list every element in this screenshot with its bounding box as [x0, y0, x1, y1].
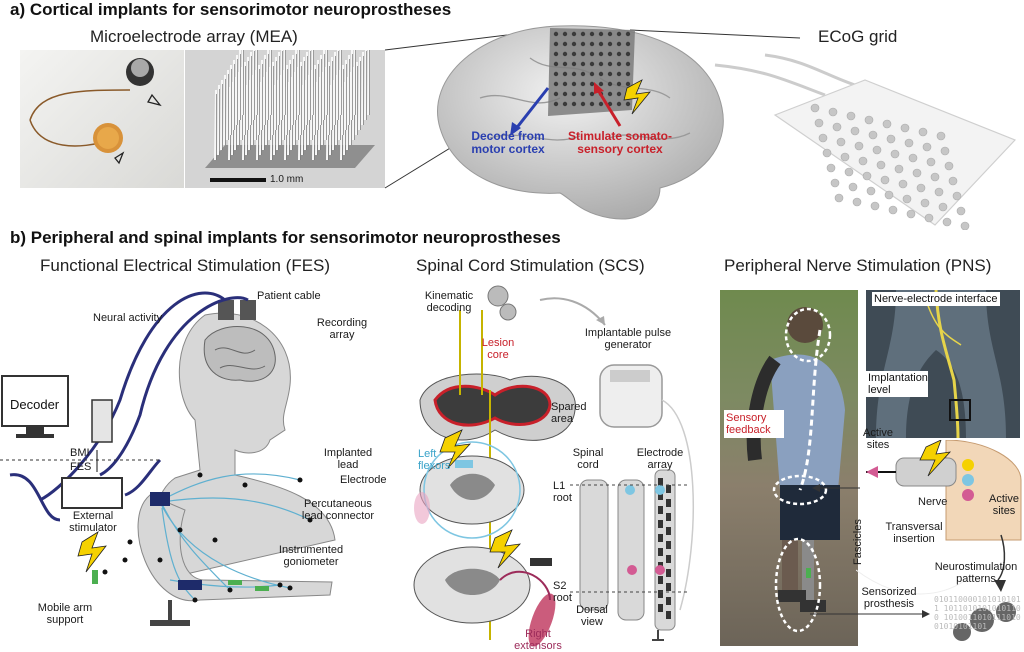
goniometer-label: Instrumented goniometer	[278, 544, 344, 568]
stimulate-label: Stimulate somato-sensory cortex	[567, 129, 672, 156]
patient-cable-label: Patient cable	[257, 290, 321, 302]
lesion-core-label: Lesion core	[481, 337, 515, 361]
electrode-array-label: Electrode array	[636, 447, 684, 471]
sensory-feedback-label: Sensory feedback	[724, 410, 784, 438]
ecog-grid-photo	[705, 50, 1020, 230]
scs-illustration	[400, 280, 710, 650]
spared-area-label: Spared area	[551, 401, 587, 425]
brain-illustration	[420, 18, 730, 228]
decoder-label: Decoder	[10, 397, 60, 412]
nerve-label: Nerve	[918, 496, 948, 508]
scale-bar-label: 1.0 mm	[270, 174, 304, 185]
fes-title: Functional Electrical Stimulation (FES)	[40, 256, 331, 275]
scale-bar	[210, 178, 266, 182]
section-b-title: b) Peripheral and spinal implants for se…	[10, 228, 561, 247]
mea-title: Microelectrode array (MEA)	[90, 27, 298, 46]
neurostim-patterns-label: Neurostimulation patterns	[934, 561, 1018, 585]
binary-stream: 0101100001010101011 10110101010101100 10…	[934, 595, 1021, 631]
left-flexors-label: Left flexors	[418, 448, 451, 472]
implantation-level-label: Implantation level	[866, 371, 928, 397]
right-extensors-label: Right extensors	[514, 628, 562, 652]
fascicles-label: Fascicles	[852, 519, 864, 565]
pns-title: Peripheral Nerve Stimulation (PNS)	[724, 256, 992, 275]
nerve-interface-label: Nerve-electrode interface	[872, 292, 1000, 306]
recording-array-label: Recording array	[316, 317, 368, 341]
nerve-interface-panel	[866, 290, 1020, 438]
active-sites-label: Active sites	[863, 427, 893, 451]
section-a-title: a) Cortical implants for sensorimotor ne…	[10, 0, 452, 19]
active-sites-2-label: Active sites	[989, 493, 1019, 517]
sensorized-prosthesis-label: Sensorized prosthesis	[861, 586, 917, 610]
external-stimulator-label: External stimulator	[69, 510, 117, 534]
fes-label: FES	[70, 461, 92, 473]
electrode-label: Electrode	[340, 474, 387, 486]
neural-activity-label: Neural activity	[93, 312, 163, 324]
implanted-lead-label: Implanted lead	[323, 447, 373, 471]
dorsal-view-label: Dorsal view	[576, 604, 608, 628]
kinematic-label: Kinematic decoding	[424, 290, 474, 314]
decode-label: Decode from motor cortex	[471, 129, 545, 156]
fes-illustration	[0, 280, 380, 650]
scs-title: Spinal Cord Stimulation (SCS)	[416, 256, 645, 275]
mea-sem-photo: 1.0 mm	[185, 50, 385, 188]
s2-root-label: S2 root	[553, 580, 572, 604]
percutaneous-label: Percutaneous lead connector	[301, 498, 375, 522]
mea-device-photo	[20, 50, 184, 188]
bmi-label: BMI	[70, 447, 90, 459]
ecog-title: ECoG grid	[818, 27, 898, 46]
transversal-label: Transversal insertion	[885, 521, 943, 545]
mobile-arm-label: Mobile arm support	[37, 602, 93, 626]
ipg-label: Implantable pulse generator	[584, 327, 672, 351]
pns-electrode-illustration	[856, 440, 1024, 650]
l1-root-label: L1 root	[553, 480, 572, 504]
pns-patient-photo	[720, 290, 858, 646]
spinal-cord-label: Spinal cord	[572, 447, 604, 471]
